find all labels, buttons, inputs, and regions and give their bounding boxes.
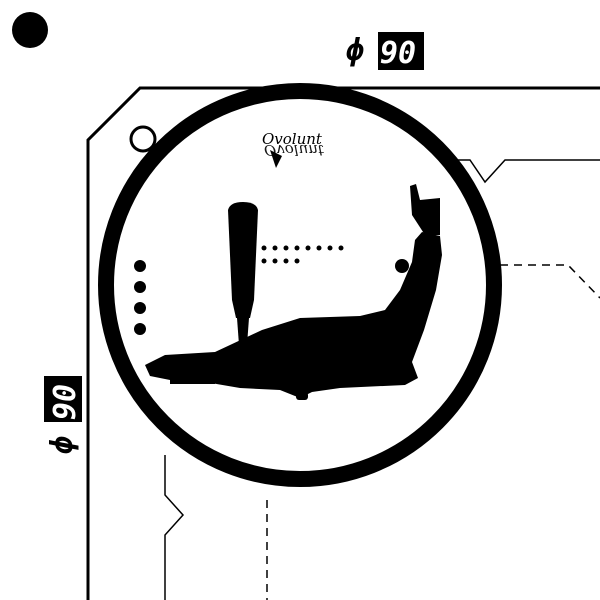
- dot-row-top: [261, 245, 344, 251]
- corner-dot-icon: [12, 12, 48, 48]
- dot: [134, 302, 146, 314]
- dimension-box: [44, 376, 82, 422]
- dot-row-bottom: [261, 258, 300, 264]
- logo-text-mirror: Ovolunt: [264, 141, 325, 159]
- dot: [134, 323, 146, 335]
- dashed-guide-right: [500, 264, 600, 299]
- dimension-label-left: ϕ 90: [44, 376, 83, 454]
- diameter-symbol: ϕ: [45, 436, 80, 454]
- plate-outline: [86, 86, 600, 600]
- inner-frame-top: [440, 159, 600, 184]
- dimension-value: 90: [48, 384, 83, 420]
- inner-frame-left: [164, 455, 185, 600]
- diameter-symbol: ϕ: [346, 33, 364, 68]
- logo-mark-icon: [270, 150, 282, 168]
- dimension-label-top: ϕ 90: [346, 32, 424, 71]
- indicator-dot: [395, 259, 409, 273]
- espresso-machine-silhouette-icon: [145, 184, 442, 400]
- small-ring-icon: [129, 125, 157, 153]
- dimension-value: 90: [380, 36, 416, 71]
- dot: [134, 260, 146, 272]
- dot: [134, 281, 146, 293]
- dimension-box: [378, 32, 424, 70]
- dot-column-left: [134, 260, 146, 335]
- logo-text: Ovolunt: [262, 130, 323, 148]
- logo: Ovolunt Ovolunt: [262, 130, 325, 168]
